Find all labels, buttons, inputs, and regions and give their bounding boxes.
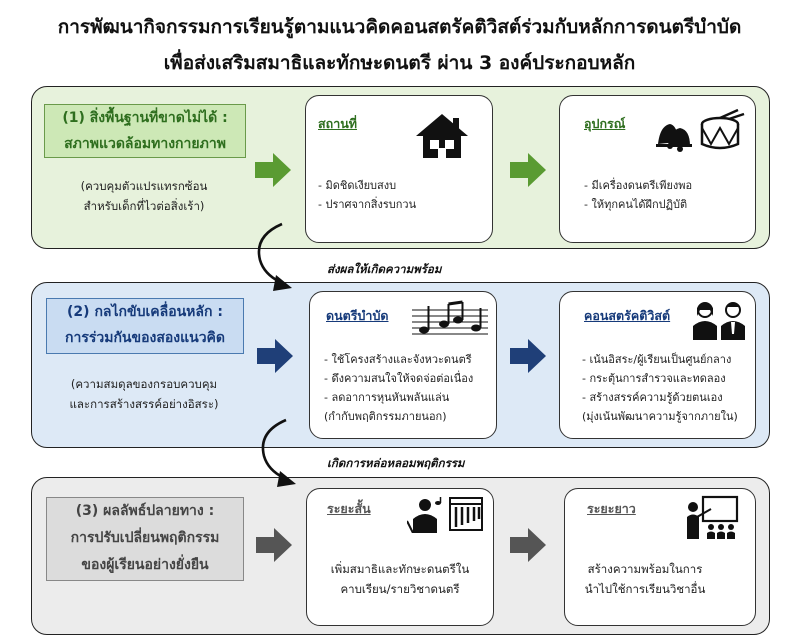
- arrow-right-green-1: [255, 153, 291, 187]
- card-long-term-title: ระยะยาว: [587, 501, 636, 516]
- students-icon: [693, 302, 745, 340]
- section3-label-line3: ของผู้เรียนอย่างยั่งยืน: [81, 557, 209, 573]
- card-short-term-text-line2: คาบเรียน/รายวิชาดนตรี: [340, 582, 460, 596]
- section2-label-line2: การร่วมกันของสองแนวคิด: [64, 330, 226, 346]
- music-notes-icon: [412, 300, 488, 335]
- card-constructivism-list: - เน้นอิสระ/ผู้เรียนเป็นศูนย์กลาง - กระต…: [582, 350, 738, 426]
- section2-note-line2: และการสร้างสรรค์อย่างอิสระ): [69, 397, 219, 411]
- card-constructivism-title: คอนสตรัคติวิสต์: [584, 308, 671, 323]
- bells-icon: [656, 124, 692, 152]
- list-item: - มีเครื่องดนตรีเพียงพอ: [584, 179, 693, 192]
- list-item: - สร้างสรรค์ความรู้ด้วยตนเอง: [582, 391, 723, 404]
- card-short-term-title: ระยะสั้น: [327, 501, 371, 516]
- section1-note-line2: สำหรับเด็กที่ไวต่อสิ่งเร้า): [83, 199, 205, 213]
- list-item: - มิดชิดเงียบสงบ: [318, 179, 397, 192]
- flow-label-behavior-shaping: เกิดการหล่อหลอมพฤติกรรม: [327, 456, 465, 470]
- card-short-term: ระยะสั้น เพิ่มสมาธิและทักษะดนตรีใน คาบเร…: [306, 488, 494, 626]
- section2-note: (ความสมดุลของกรอบควบคุม และการสร้างสรรค์…: [44, 374, 244, 414]
- list-item: - เน้นอิสระ/ผู้เรียนเป็นศูนย์กลาง: [582, 353, 732, 366]
- card-long-term-text-line2: นำไปใช้การเรียนวิชาอื่น: [584, 582, 706, 596]
- section2-label: (2) กลไกขับเคลื่อนหลัก : การร่วมกันของสอ…: [46, 298, 244, 354]
- section3-label-line2: การปรับเปลี่ยนพฤติกรรม: [70, 530, 220, 546]
- xylophone-icon: [449, 497, 483, 531]
- drum-icon: [700, 108, 745, 150]
- card-music-therapy: ดนตรีบำบัด - ใช้โครงสร้างและจังหวะดนตรี …: [309, 291, 497, 439]
- card-location-list: - มิดชิดเงียบสงบ - ปราศจากสิ่งรบกวน: [318, 176, 416, 214]
- list-item: - ให้ทุกคนได้ฝึกปฏิบัติ: [584, 198, 688, 211]
- musician-icon: [407, 497, 442, 533]
- diagram-title-line2: เพื่อส่งเสริมสมาธิและทักษะดนตรี ผ่าน 3 อ…: [163, 52, 636, 74]
- arrow-right-blue-1: [257, 339, 293, 373]
- list-item: - ปราศจากสิ่งรบกวน: [318, 198, 417, 211]
- card-music-therapy-list: - ใช้โครงสร้างและจังหวะดนตรี - ดึงความสน…: [324, 350, 473, 426]
- list-item: (มุ่งเน้นพัฒนาความรู้จากภายใน): [582, 410, 738, 423]
- card-long-term-text-line1: สร้างความพร้อมในการ: [587, 562, 703, 576]
- arrow-right-gray-1: [256, 528, 292, 562]
- card-equipment-list: - มีเครื่องดนตรีเพียงพอ - ให้ทุกคนได้ฝึก…: [584, 176, 692, 214]
- teacher-icon: [687, 495, 739, 539]
- section1-label-line1: (1) สิ่งพื้นฐานที่ขาดไม่ได้ :: [62, 110, 228, 126]
- section2-note-line1: (ความสมดุลของกรอบควบคุม: [70, 377, 218, 391]
- arrow-right-green-2: [510, 153, 546, 187]
- section3-label: (3) ผลลัพธ์ปลายทาง : การปรับเปลี่ยนพฤติก…: [46, 497, 244, 581]
- section3-label-line1: (3) ผลลัพธ์ปลายทาง :: [75, 503, 215, 519]
- section1-note: (ควบคุมตัวแปรแทรกซ้อน สำหรับเด็กที่ไวต่อ…: [44, 176, 244, 216]
- list-item: - ดึงความสนใจให้จดจ่อต่อเนื่อง: [324, 372, 474, 385]
- section1-label: (1) สิ่งพื้นฐานที่ขาดไม่ได้ : สภาพแวดล้อ…: [44, 104, 246, 158]
- arrow-right-gray-2: [510, 528, 546, 562]
- section2-label-line1: (2) กลไกขับเคลื่อนหลัก :: [67, 304, 223, 320]
- list-item: - กระตุ้นการสำรวจและทดลอง: [582, 372, 726, 385]
- card-long-term: ระยะยาว สร้างความพร้อมในการ นำไปใช้การเร…: [564, 488, 756, 626]
- card-short-term-text: เพิ่มสมาธิและทักษะดนตรีใน คาบเรียน/รายวิ…: [307, 559, 493, 599]
- card-music-therapy-title: ดนตรีบำบัด: [326, 308, 389, 323]
- card-equipment: อุปกรณ์ - มีเครื่องดนตรีเพียงพอ - ให้ทุก…: [559, 95, 756, 243]
- list-item: (กำกับพฤติกรรมภายนอก): [324, 410, 447, 423]
- list-item: - ลดอาการหุนหันพลันแล่น: [324, 391, 450, 404]
- section1-label-line2: สภาพแวดล้อมทางกายภาพ: [64, 136, 226, 152]
- card-location-title: สถานที่: [318, 116, 358, 131]
- card-location: สถานที่ - มิดชิดเงียบสงบ - ปราศจากสิ่งรบ…: [305, 95, 493, 243]
- curved-flow-arrow-2: [261, 418, 296, 487]
- card-long-term-text: สร้างความพร้อมในการ นำไปใช้การเรียนวิชาอ…: [565, 559, 725, 599]
- card-constructivism: คอนสตรัคติวิสต์ - เน้นอิสระ/ผู้เรียนเป็น…: [559, 291, 756, 439]
- section1-note-line1: (ควบคุมตัวแปรแทรกซ้อน: [80, 179, 208, 193]
- card-short-term-text-line1: เพิ่มสมาธิและทักษะดนตรีใน: [330, 562, 470, 576]
- card-equipment-title: อุปกรณ์: [584, 116, 626, 131]
- arrow-right-blue-2: [510, 339, 546, 373]
- flow-label-readiness: ส่งผลให้เกิดความพร้อม: [327, 262, 442, 276]
- list-item: - ใช้โครงสร้างและจังหวะดนตรี: [324, 353, 472, 366]
- diagram-title-line1: การพัฒนากิจกรรมการเรียนรู้ตามแนวคิดคอนสต…: [57, 16, 742, 38]
- curved-flow-arrow-1: [257, 222, 292, 291]
- house-icon: [416, 114, 468, 158]
